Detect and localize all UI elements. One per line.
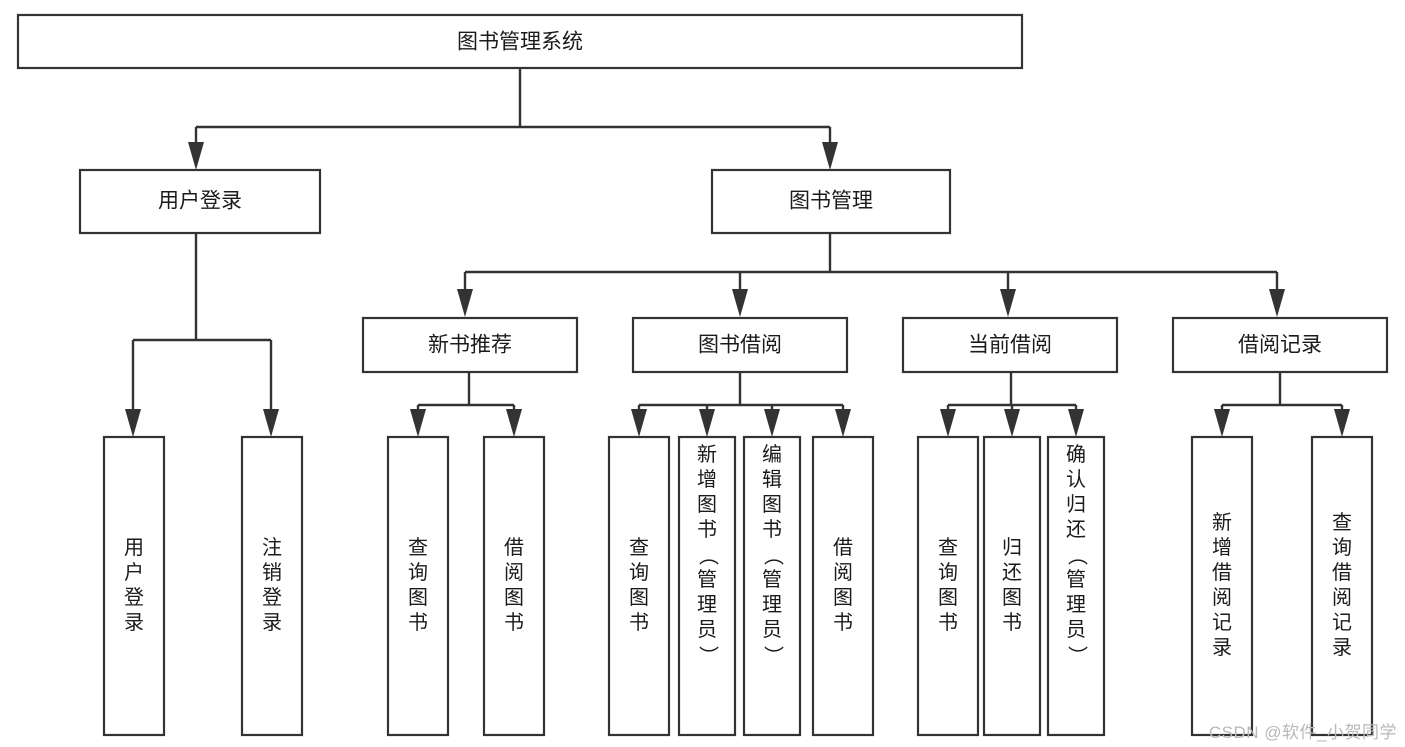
node-box-leaf-current-2[interactable] [1046, 435, 1106, 737]
arrow-borrow-l2 [699, 409, 715, 437]
label-current-borrow: 当前借阅 [968, 334, 1052, 357]
node-box-leaf-record-1[interactable] [1310, 435, 1374, 737]
connector-group-root [188, 68, 838, 170]
arrow-record-l1 [1214, 409, 1230, 437]
label-user-login: 用户登录 [158, 190, 242, 213]
node-box-leaf-user-login-0[interactable] [102, 435, 166, 737]
node-box-current-borrow[interactable] [901, 316, 1119, 374]
arrow-root-to-userlogin [188, 142, 204, 170]
arrow-borrow-l4 [835, 409, 851, 437]
arrow-current-l1 [940, 409, 956, 437]
arrow-record-l2 [1334, 409, 1350, 437]
label-root: 图书管理系统 [457, 31, 583, 54]
label-borrow-record: 借阅记录 [1238, 334, 1322, 357]
connector-group-record [1214, 372, 1350, 437]
node-box-borrow-record[interactable] [1171, 316, 1389, 374]
arrow-newbook-l2 [506, 409, 522, 437]
node-box-book-borrow[interactable] [631, 316, 849, 374]
node-box-leaf-borrow-1[interactable] [677, 435, 737, 737]
node-box-leaf-new-book-0[interactable] [386, 435, 450, 737]
arrow-bookmgmt-c3 [1000, 289, 1016, 317]
node-box-leaf-borrow-0[interactable] [607, 435, 671, 737]
arrow-borrow-l1 [631, 409, 647, 437]
node-box-leaf-current-1[interactable] [982, 435, 1042, 737]
label-book-borrow: 图书借阅 [698, 334, 782, 357]
arrow-newbook-l1 [410, 409, 426, 437]
node-box-root[interactable] [16, 13, 1024, 70]
connector-group-userlogin [125, 233, 279, 437]
node-box-book-management[interactable] [710, 168, 952, 235]
label-new-book-recommend: 新书推荐 [428, 334, 512, 357]
node-box-user-login[interactable] [78, 168, 322, 235]
arrow-bookmgmt-c4 [1269, 289, 1285, 317]
arrow-borrow-l3 [764, 409, 780, 437]
node-box-leaf-current-0[interactable] [916, 435, 980, 737]
node-box-leaf-borrow-2[interactable] [742, 435, 802, 737]
arrow-userlogin-leaf2 [263, 409, 279, 437]
node-box-leaf-record-0[interactable] [1190, 435, 1254, 737]
arrow-userlogin-leaf1 [125, 409, 141, 437]
node-box-leaf-user-login-1[interactable] [240, 435, 304, 737]
connector-group-borrow [631, 372, 851, 437]
connector-group-bookmgmt [457, 233, 1285, 317]
connector-group-current [940, 372, 1084, 437]
arrow-bookmgmt-c1 [457, 289, 473, 317]
connector-group-newbook [410, 372, 522, 437]
arrow-root-to-bookmgmt [822, 142, 838, 170]
node-box-leaf-borrow-3[interactable] [811, 435, 875, 737]
arrow-current-l3 [1068, 409, 1084, 437]
node-box-leaf-new-book-1[interactable] [482, 435, 546, 737]
node-box-new-book-recommend[interactable] [361, 316, 579, 374]
arrow-current-l2 [1004, 409, 1020, 437]
label-book-management: 图书管理 [789, 190, 873, 213]
csdn-watermark: CSDN @软件_小贺同学 [1208, 723, 1397, 742]
arrow-bookmgmt-c2 [732, 289, 748, 317]
